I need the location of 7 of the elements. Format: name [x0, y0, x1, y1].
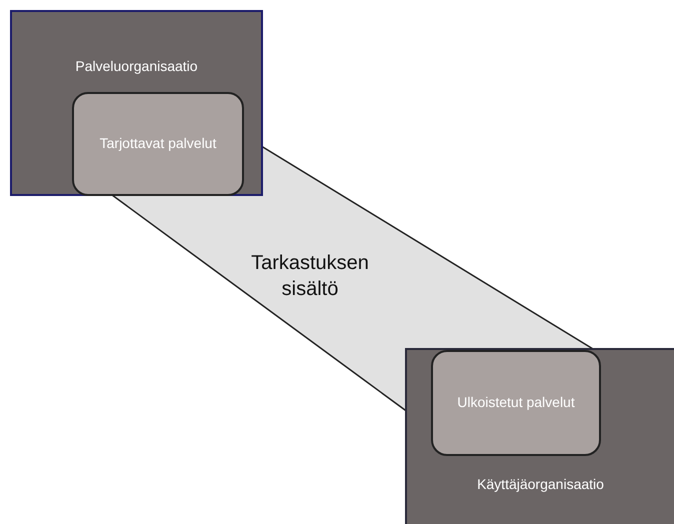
organization-box — [405, 348, 674, 524]
organization-label: Palveluorganisaatio — [74, 58, 199, 74]
service-box: Tarjottavat palvelut — [72, 92, 244, 196]
service-box: Ulkoistetut palvelut — [431, 350, 601, 456]
organization-label: Käyttäjäorganisaatio — [476, 476, 605, 492]
band-label: Tarkastuksen sisältö — [250, 251, 370, 302]
organization-box — [10, 10, 263, 196]
